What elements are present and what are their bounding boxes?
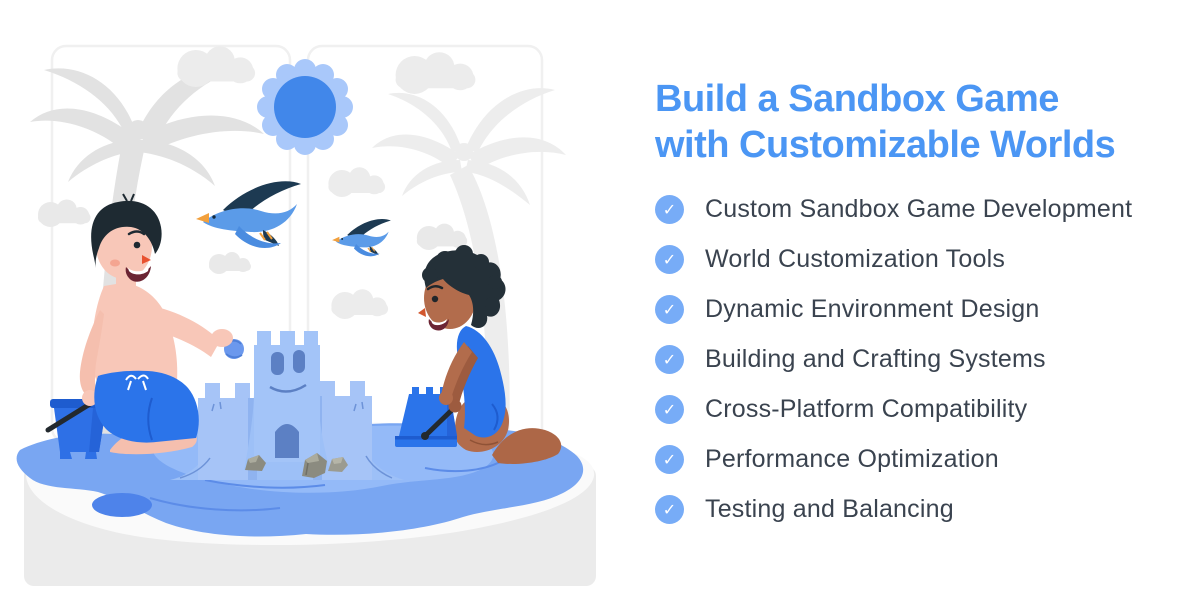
page-title: Build a Sandbox Game with Customizable W… [655, 76, 1195, 168]
boy-figure [79, 193, 244, 455]
girl-hair [422, 245, 506, 329]
feature-item: ✓ Performance Optimization [655, 434, 1195, 484]
feature-label: Dynamic Environment Design [705, 294, 1040, 323]
check-icon: ✓ [655, 244, 684, 274]
feature-label: Testing and Balancing [705, 494, 954, 523]
check-icon: ✓ [655, 444, 684, 474]
rocks [245, 453, 348, 478]
content-panel: Build a Sandbox Game with Customizable W… [655, 76, 1195, 534]
bucket [45, 396, 109, 459]
feature-list: ✓ Custom Sandbox Game Development ✓ Worl… [655, 184, 1195, 534]
feature-label: Custom Sandbox Game Development [705, 194, 1133, 223]
check-icon: ✓ [655, 344, 684, 374]
check-icon: ✓ [655, 194, 684, 224]
feature-item: ✓ Testing and Balancing [655, 484, 1195, 534]
title-line-1: Build a Sandbox Game [655, 78, 1059, 120]
check-icon: ✓ [655, 394, 684, 424]
feature-item: ✓ Dynamic Environment Design [655, 284, 1195, 334]
feature-label: Performance Optimization [705, 444, 999, 473]
illustration-panel [16, 44, 596, 586]
feature-item: ✓ Building and Crafting Systems [655, 334, 1195, 384]
check-icon: ✓ [655, 294, 684, 324]
girl-figure [395, 245, 562, 464]
title-line-2: with Customizable Worlds [655, 124, 1116, 166]
feature-label: Building and Crafting Systems [705, 344, 1046, 373]
feature-item: ✓ Custom Sandbox Game Development [655, 184, 1195, 234]
check-icon: ✓ [655, 494, 684, 524]
feature-label: World Customization Tools [705, 244, 1006, 273]
feature-item: ✓ Cross-Platform Compatibility [655, 384, 1195, 434]
sun-icon [257, 59, 353, 155]
feature-item: ✓ World Customization Tools [655, 234, 1195, 284]
feature-label: Cross-Platform Compatibility [705, 394, 1028, 423]
shovel [422, 404, 458, 439]
beach-illustration [16, 44, 596, 586]
